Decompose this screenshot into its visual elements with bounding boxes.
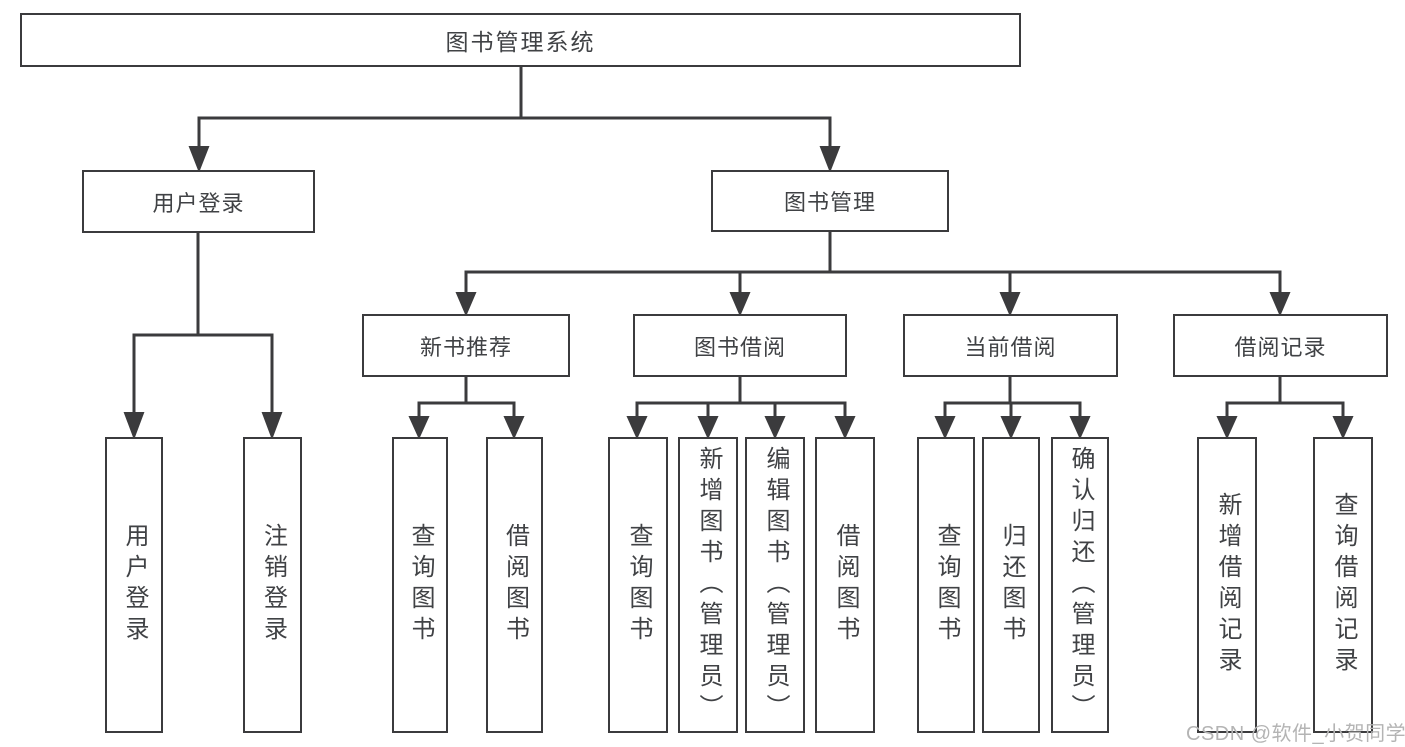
arrowhead-icon <box>455 292 477 317</box>
node-book-borrowing: 图书借阅 <box>633 314 847 377</box>
node-new-book-recommendation: 新书推荐 <box>362 314 570 377</box>
leaf-return-books: 归还图书 <box>982 437 1040 733</box>
arrowhead-icon <box>503 416 525 440</box>
arrowhead-icon <box>1269 292 1291 317</box>
node-book-management: 图书管理 <box>711 170 949 232</box>
branch-user-login <box>123 231 283 440</box>
arrowhead-icon <box>123 412 145 440</box>
branch-borrowing-records <box>1216 375 1354 440</box>
arrowhead-icon <box>729 292 751 317</box>
leaf-query-borrow-record: 查询借阅记录 <box>1313 437 1373 733</box>
arrowhead-icon <box>188 146 210 173</box>
arrowhead-icon <box>764 416 786 440</box>
leaf-logout: 注销登录 <box>243 437 302 733</box>
arrowhead-icon <box>999 292 1021 317</box>
branch-book-borrowing <box>626 375 856 440</box>
node-user-login: 用户登录 <box>82 170 315 233</box>
node-current-borrowing: 当前借阅 <box>903 314 1118 377</box>
arrowhead-icon <box>819 146 841 173</box>
branch-current-borrowing <box>934 375 1091 440</box>
branch-root <box>188 65 841 173</box>
arrowhead-icon <box>261 412 283 440</box>
arrowhead-icon <box>1000 416 1022 440</box>
arrowhead-icon <box>1332 416 1354 440</box>
arrowhead-icon <box>834 416 856 440</box>
leaf-confirm-return-admin: 确认归还（管理员） <box>1051 437 1109 733</box>
leaf-borrow-books-new: 借阅图书 <box>486 437 543 733</box>
leaf-add-books-admin: 新增图书（管理员） <box>678 437 738 733</box>
leaf-user-login: 用户登录 <box>105 437 163 733</box>
arrowhead-icon <box>626 416 648 440</box>
arrowhead-icon <box>1216 416 1238 440</box>
leaf-query-books-current: 查询图书 <box>917 437 975 733</box>
leaf-borrow-books-borrowing: 借阅图书 <box>815 437 875 733</box>
node-borrowing-records: 借阅记录 <box>1173 314 1388 377</box>
arrowhead-icon <box>934 416 956 440</box>
branch-new-book-recommendation <box>408 375 525 440</box>
arrowhead-icon <box>1069 416 1091 440</box>
watermark: CSDN @软件_小贺同学 <box>1186 723 1405 745</box>
node-root: 图书管理系统 <box>20 13 1021 67</box>
leaf-query-books-borrowing: 查询图书 <box>608 437 668 733</box>
arrowhead-icon <box>697 416 719 440</box>
leaf-edit-books-admin: 编辑图书（管理员） <box>745 437 805 733</box>
branch-book-management <box>455 230 1291 317</box>
leaf-add-borrow-record: 新增借阅记录 <box>1197 437 1257 733</box>
arrowhead-icon <box>408 416 430 440</box>
leaf-query-books-new: 查询图书 <box>392 437 448 733</box>
